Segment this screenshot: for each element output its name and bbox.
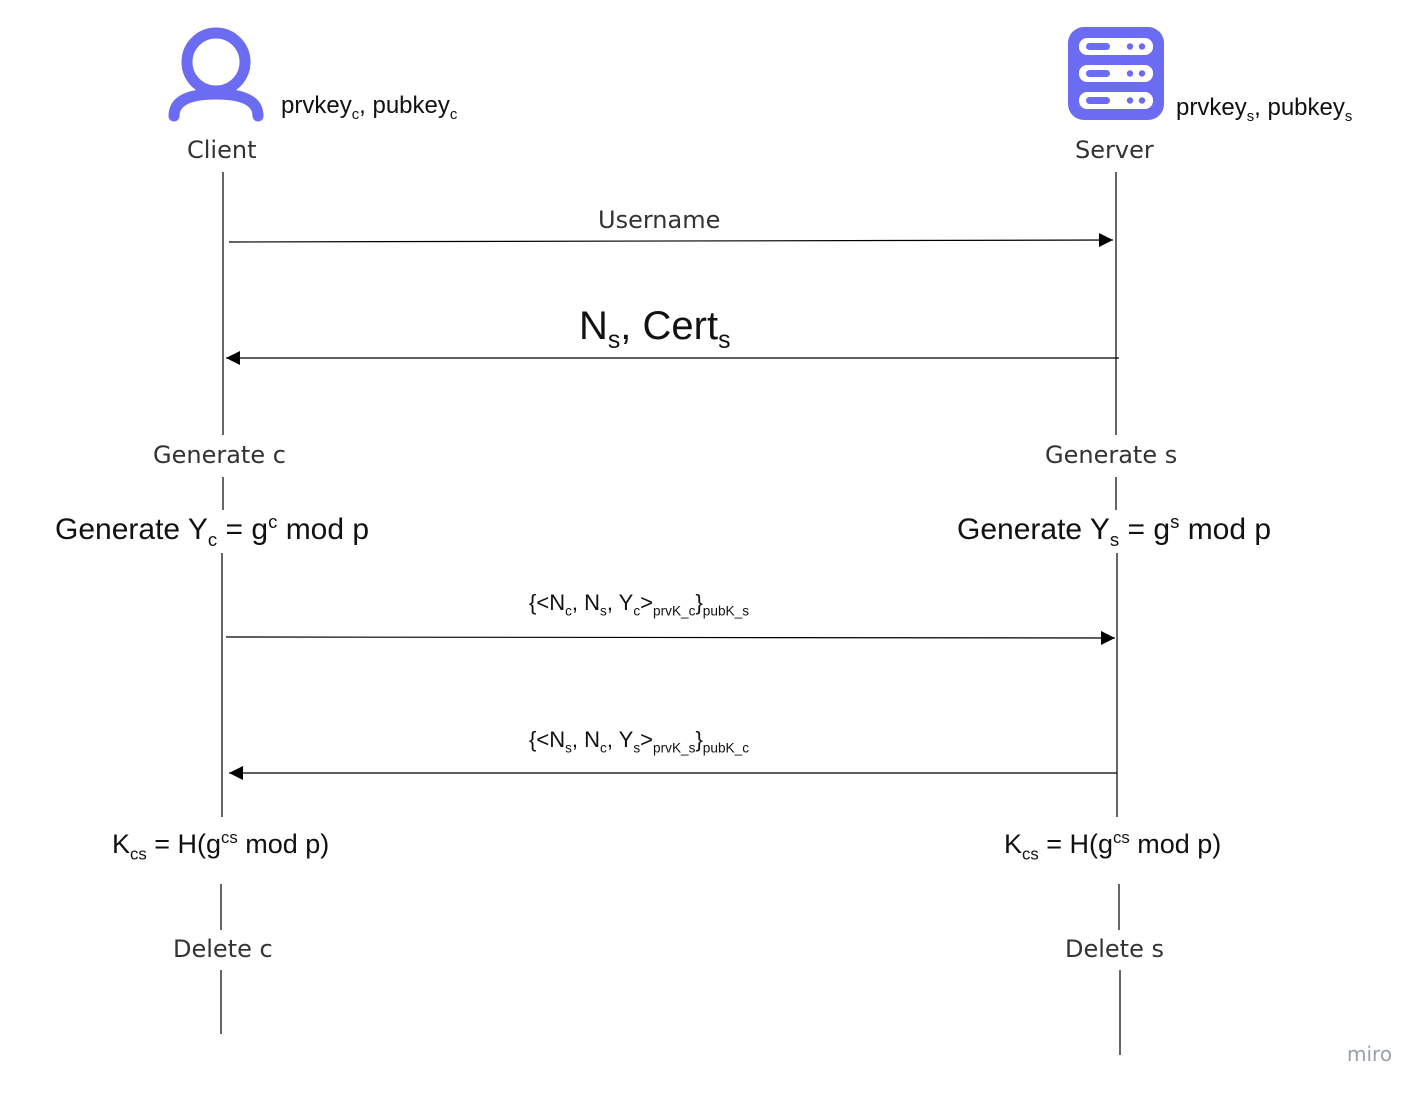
client-lifeline [220,172,224,1034]
server-name-label: Server [1075,136,1154,164]
server-generate-secret: Generate s [1045,441,1178,469]
message-label-server-key: {<Ns, Nc, Ys>prvK_s}pubK_c [529,727,750,756]
client-name-label: Client [187,136,257,164]
server-delete-secret: Delete s [1065,935,1164,963]
server-icon [1068,27,1164,120]
server-lifeline [1115,172,1121,1055]
server-keys-label: prvkeys, pubkeys [1176,94,1353,125]
user-icon [168,27,264,122]
miro-watermark: miro [1347,1042,1393,1066]
client-session-key-equation: Kcs = H(gcs mod p) [112,828,330,864]
client-generate-secret: Generate c [153,441,286,469]
message-label-nonce-cert: Ns, Certs [579,304,731,354]
server-session-key-equation: Kcs = H(gcs mod p) [1004,828,1222,864]
message-label-username: Username [598,206,721,234]
message-arrow-client-key [225,630,1116,645]
message-arrow-username [228,233,1114,248]
client-keys-label: prvkeyc, pubkeyc [281,92,458,123]
message-label-client-key: {<Nc, Ns, Yc>prvK_c}pubK_s [529,590,750,619]
server-generate-y-equation: Generate Ys = gs mod p [957,511,1272,550]
client-generate-y-equation: Generate Yc = gc mod p [55,511,370,550]
client-delete-secret: Delete c [173,935,273,963]
